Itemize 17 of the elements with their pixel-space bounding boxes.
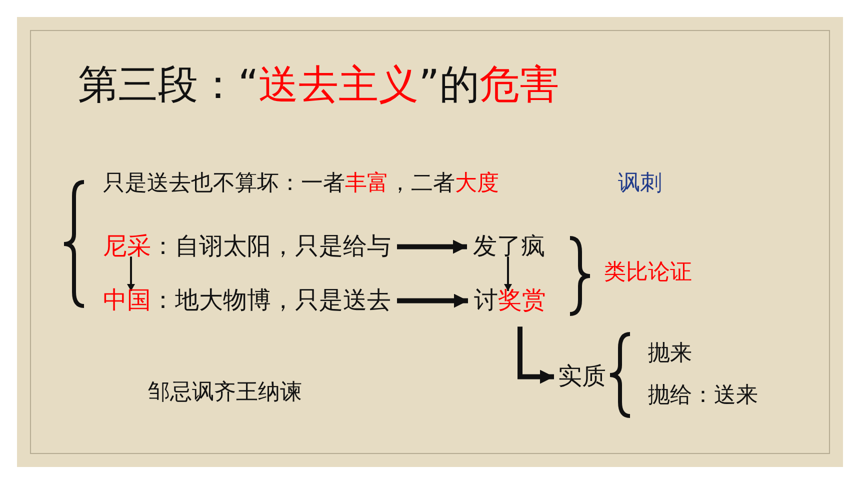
note-text: 讽刺 — [618, 171, 662, 196]
arrow — [127, 256, 135, 291]
conclusion-text: 类比论证 — [604, 260, 692, 286]
arrow — [518, 326, 554, 384]
arrow — [397, 240, 467, 254]
node-text: 讨奖赏 — [474, 287, 546, 315]
note-text: 邹忌讽齐王纳谏 — [148, 380, 302, 406]
node-text: 尼采：自诩太阳，只是给与 — [103, 233, 391, 261]
statement-text: 只是送去也不算坏：一者丰富，二者大度 — [103, 171, 499, 196]
node-text: 实质 — [558, 363, 606, 391]
arrow — [504, 256, 512, 291]
node-text: 中国：地大物博，只是送去 — [103, 287, 391, 315]
item-text: 抛来 — [648, 341, 692, 366]
arrow — [397, 294, 468, 308]
node-text: 发了疯 — [473, 233, 545, 261]
slide-title: 第三段：“送去主义”的危害 — [78, 62, 560, 108]
item-text: 抛给：送来 — [648, 383, 758, 408]
